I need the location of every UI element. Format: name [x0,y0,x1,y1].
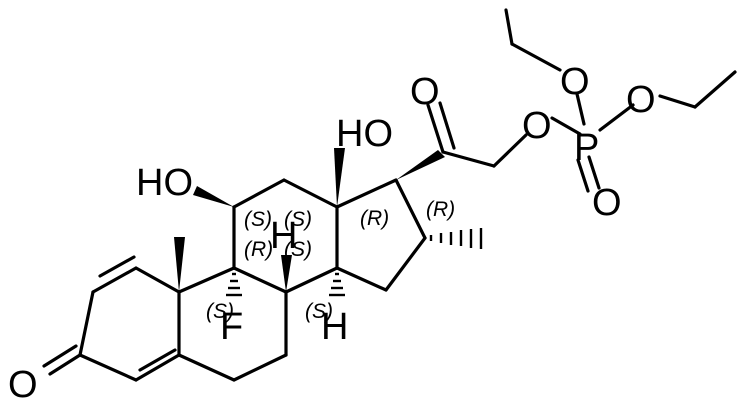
atom-f-9: F [220,306,243,348]
ring-d-bonds [335,178,427,292]
stereo-descriptors: (S) (S) (R) (R) (S) (S) (R) (S) [206,198,455,323]
atom-o-eth2: O [626,79,656,121]
atom-o-3: O [8,364,38,406]
stereo-s-10: (S) [284,238,312,261]
stereo-r-17: (R) [360,207,389,230]
ring-c-bonds [232,178,339,294]
hashed-bonds [226,228,483,297]
stereo-r-8: (R) [244,238,273,261]
atom-h-14: H [321,306,348,348]
ring-a-bonds [42,255,181,382]
atom-h-8: H [270,215,297,257]
atom-o-ester: O [522,105,552,147]
atom-o-p-double: O [592,182,622,224]
ring-b-bonds [177,266,288,382]
stereo-r-16: (R) [426,198,455,221]
wedge-bonds [174,148,445,292]
atom-labels: O HO HO F H H O P O O O O [8,61,656,406]
atom-o-eth1: O [560,61,590,103]
stereo-s-14: (S) [305,300,333,323]
side-chain-bonds [426,8,737,193]
stereo-s-13: (S) [284,208,312,231]
atom-o-keto: O [410,71,440,113]
atom-ho-17: HO [336,113,393,155]
atom-p: P [574,127,599,169]
atom-ho-11: HO [136,162,193,204]
stereo-s-9: (S) [206,300,234,323]
stereo-s-11: (S) [244,208,272,231]
